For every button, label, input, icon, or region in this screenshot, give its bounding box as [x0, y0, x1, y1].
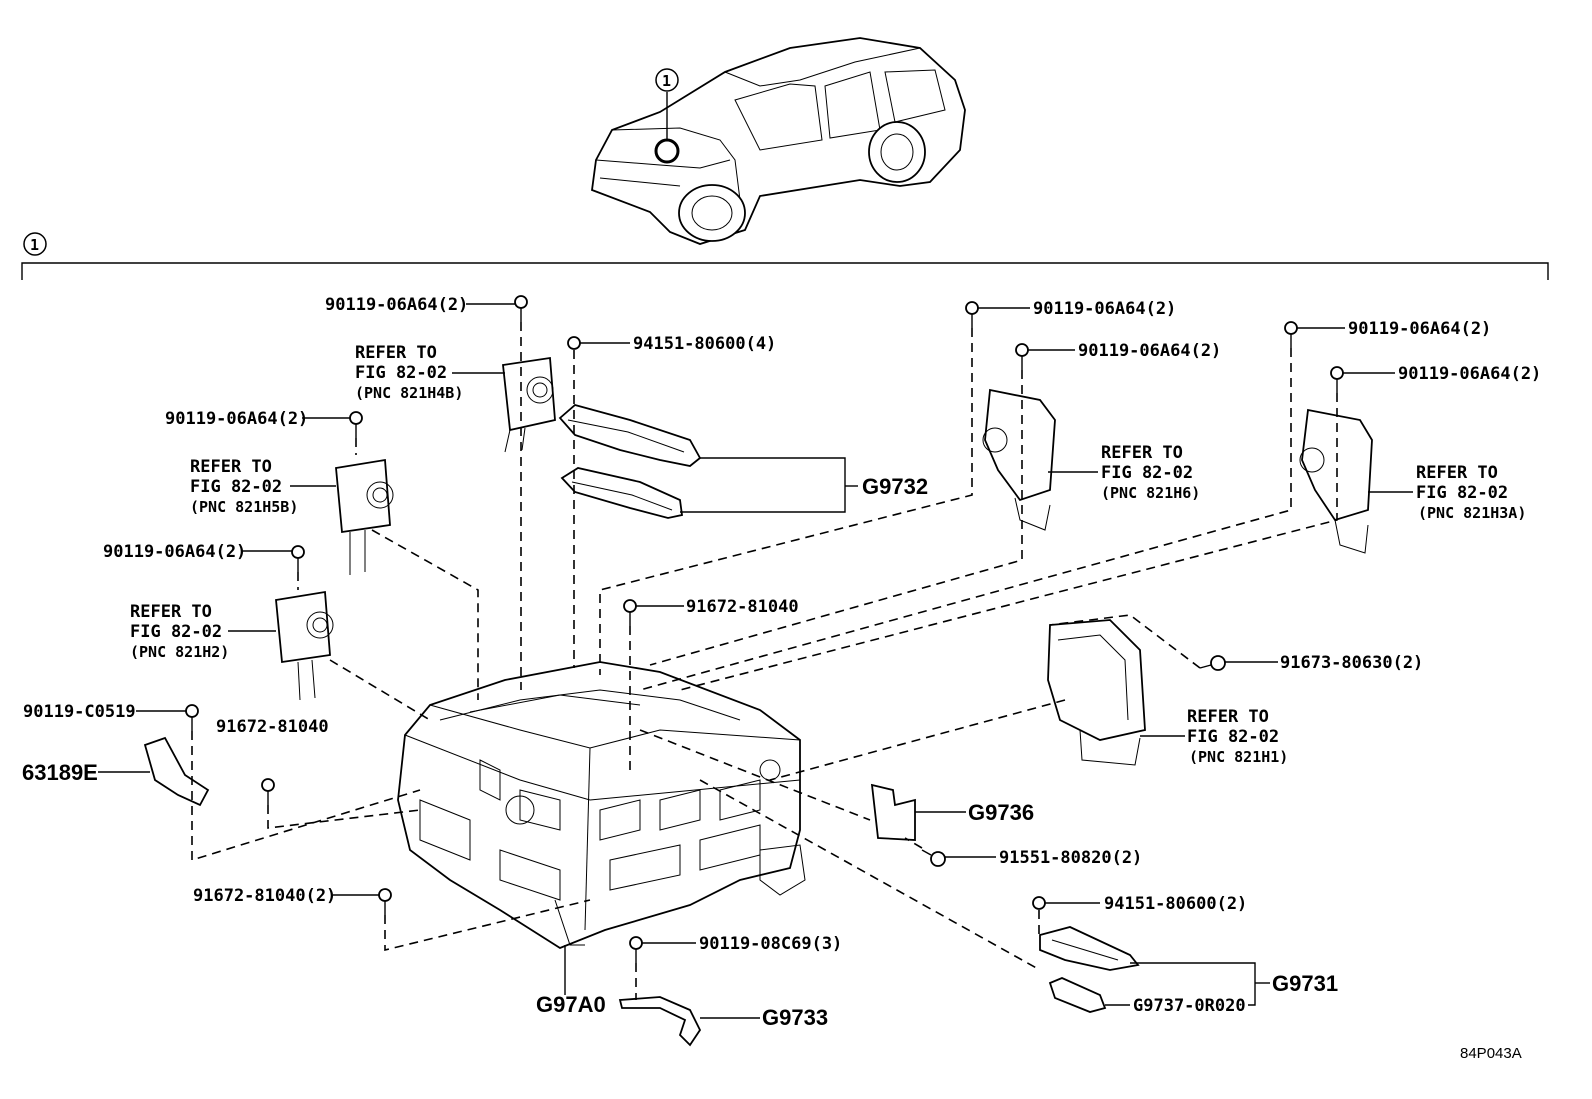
label-refer-h2-line2: FIG 82-02 — [130, 622, 222, 642]
label-gasket-top: 94151-80600(4) — [633, 334, 776, 354]
connector-821h5b — [335, 458, 394, 575]
leader-lines — [98, 303, 1413, 1019]
section-bracket: 1 — [21, 232, 1549, 280]
label-bolt-top: 90119-06A64(2) — [325, 295, 468, 315]
label-refer-h4b-line2: FIG 82-02 — [355, 363, 447, 383]
label-bolt-08c69: 90119-08C69(3) — [699, 934, 842, 954]
gasket-g9732 — [558, 404, 702, 519]
connector-821h2 — [275, 590, 334, 701]
inverter-assembly — [397, 661, 806, 950]
label-bolt-h3a-b: 90119-06A64(2) — [1398, 364, 1541, 384]
label-refer-h4b-pnc: (PNC 821H4B) — [355, 384, 463, 402]
part-labels: 90119-06A64(2) REFER TO FIG 82-02 (PNC 8… — [22, 295, 1541, 1062]
label-bolt-91672-c: 91672-81040(2) — [193, 886, 336, 906]
connector-821h4b — [502, 356, 556, 453]
label-refer-h5b-line2: FIG 82-02 — [190, 477, 282, 497]
connector-821h3a — [1299, 408, 1373, 554]
label-bolt-h6b: 90119-06A64(2) — [1078, 341, 1221, 361]
connector-821h1 — [1047, 619, 1146, 766]
label-bolt-91672-b: 91672-81040 — [216, 717, 329, 737]
vehicle-illustration: 1 — [591, 37, 966, 245]
label-refer-h1-line2: FIG 82-02 — [1187, 727, 1279, 747]
label-63189e: 63189E — [22, 760, 98, 785]
label-refer-h5b-pnc: (PNC 821H5B) — [190, 498, 298, 516]
label-bolt-91672-a: 91672-81040 — [686, 597, 799, 617]
bracket-63189e — [143, 736, 210, 807]
label-bolt-h2: 90119-06A64(2) — [103, 542, 246, 562]
label-bolt-h3a-a: 90119-06A64(2) — [1348, 319, 1491, 339]
label-bolt-91673: 91673-80630(2) — [1280, 653, 1423, 673]
figure-id: 84P043A — [1460, 1045, 1522, 1062]
label-g9733: G9733 — [762, 1005, 828, 1030]
label-refer-h6-line2: FIG 82-02 — [1101, 463, 1193, 483]
label-refer-h1-line1: REFER TO — [1187, 707, 1269, 727]
label-gasket-bottom: 94151-80600(2) — [1104, 894, 1247, 914]
label-bolt-h5b: 90119-06A64(2) — [165, 409, 308, 429]
section-callout-number: 1 — [30, 236, 39, 254]
label-bolt-91551: 91551-80820(2) — [999, 848, 1142, 868]
label-g9737: G9737-0R020 — [1133, 996, 1246, 1016]
label-refer-h6-pnc: (PNC 821H6) — [1101, 484, 1200, 502]
label-refer-h6-line1: REFER TO — [1101, 443, 1183, 463]
vehicle-callout-number: 1 — [662, 72, 671, 90]
label-g9731: G9731 — [1272, 971, 1338, 996]
label-refer-h3a-line2: FIG 82-02 — [1416, 483, 1508, 503]
label-refer-h2-pnc: (PNC 821H2) — [130, 643, 229, 661]
connector-821h6 — [982, 388, 1056, 531]
bracket-g9736 — [870, 783, 916, 841]
label-g97a0: G97A0 — [536, 992, 606, 1017]
label-g9732: G9732 — [862, 474, 928, 499]
label-bolt-h6a: 90119-06A64(2) — [1033, 299, 1176, 319]
label-refer-h3a-pnc: (PNC 821H3A) — [1418, 504, 1526, 522]
label-bolt-c0519: 90119-C0519 — [23, 702, 136, 722]
bracket-g9733 — [618, 996, 702, 1047]
label-refer-h4b-line1: REFER TO — [355, 343, 437, 363]
label-refer-h3a-line1: REFER TO — [1416, 463, 1498, 483]
gasket-g9731 — [1039, 926, 1140, 1013]
label-g9736: G9736 — [968, 800, 1034, 825]
label-refer-h5b-line1: REFER TO — [190, 457, 272, 477]
label-refer-h2-line1: REFER TO — [130, 602, 212, 622]
label-refer-h1-pnc: (PNC 821H1) — [1189, 748, 1288, 766]
assembly-lines — [191, 322, 1338, 1000]
